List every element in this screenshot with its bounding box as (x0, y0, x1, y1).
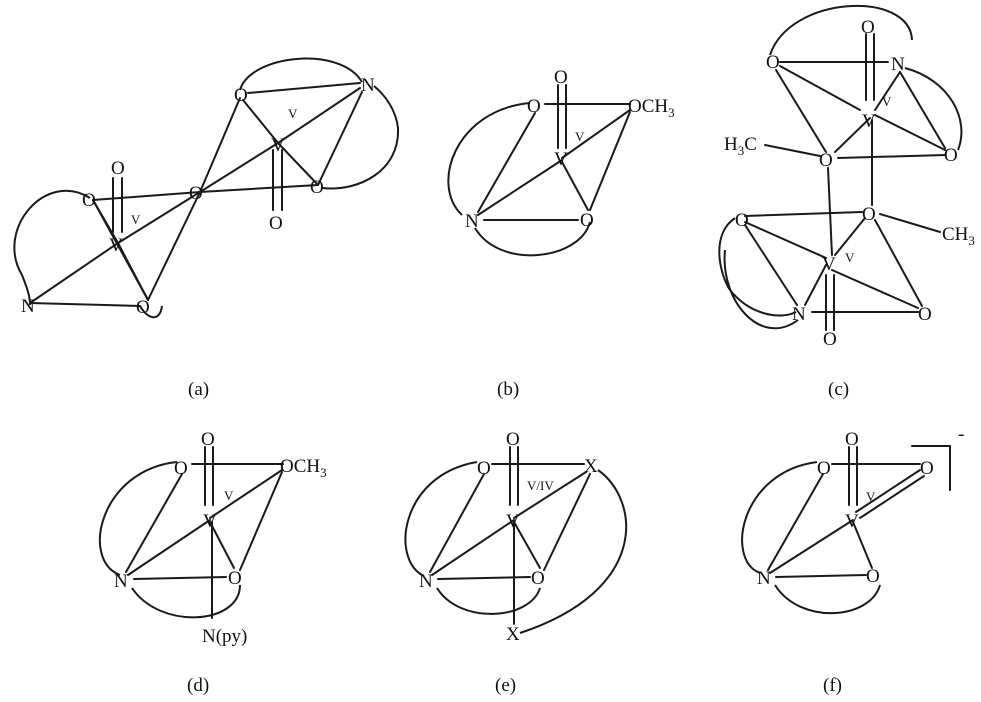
ox-state-b: V (575, 129, 585, 144)
n-atom-a1: N (21, 296, 35, 317)
och3-b: OCH3 (628, 96, 675, 120)
oxo-o-f2: O (920, 458, 934, 479)
ring-o-d1: O (174, 458, 188, 479)
v-atom-a1: V (109, 235, 123, 256)
ring-o-b1: O (527, 96, 541, 117)
ring-o-f2: O (866, 566, 880, 587)
panel-d: O O OCH3 V V N O N(py) (d) (98, 429, 327, 696)
ring-o-b2: O (580, 210, 594, 231)
ring-o-e1: O (477, 458, 491, 479)
v-atom-f: V (845, 511, 859, 532)
v-atom-a2: V (271, 135, 285, 156)
v-atom-c1: V (862, 111, 876, 132)
caption-f: (f) (823, 675, 842, 696)
ox-state-d: V (224, 488, 234, 503)
panel-e: O O X V V/IV N O X (e) (404, 429, 628, 696)
ring-o-c4: O (918, 304, 932, 325)
oxo-o-b: O (554, 67, 568, 88)
och3-d: OCH3 (280, 456, 327, 480)
ring-o-a3: O (234, 85, 248, 106)
ox-state-c1: V (882, 94, 892, 109)
v-atom-e: V (506, 511, 520, 532)
panel-f: O O O V V N O - (f) (741, 424, 964, 696)
bridge-o-c2: O (862, 204, 876, 225)
ring-o-a4: O (310, 177, 324, 198)
n-atom-b: N (465, 211, 479, 232)
oxo-o-c2: O (823, 329, 837, 350)
oxo-o-d: O (201, 429, 215, 450)
caption-a: (a) (188, 379, 209, 400)
x-atom-e1: X (584, 456, 598, 477)
oxo-o-f1: O (845, 429, 859, 450)
oxo-o-e: O (506, 429, 520, 450)
ox-state-c2: V (845, 250, 855, 265)
h3c-c: H3C (724, 134, 757, 158)
oxo-o-a2: O (269, 213, 283, 234)
ring-o-f1: O (817, 458, 831, 479)
ox-state-e: V/IV (527, 478, 554, 493)
v-atom-b: V (554, 149, 568, 170)
ring-o-c2: O (944, 145, 958, 166)
panel-b: O O OCH3 V V N O (b) (447, 67, 675, 400)
x-atom-e2: X (506, 624, 520, 645)
n-atom-c1: N (891, 54, 905, 75)
charge-f: - (958, 424, 964, 445)
pyridine-n-d: N(py) (202, 626, 247, 647)
panel-a: O O V V N O O O N V V O O (a) (13, 57, 400, 400)
n-atom-e: N (419, 571, 433, 592)
n-atom-c2: N (792, 304, 806, 325)
oxo-o-a1: O (111, 158, 125, 179)
ring-o-c1: O (766, 52, 780, 73)
ox-state-a2: V (288, 106, 298, 121)
bridge-o-a: O (189, 183, 203, 204)
ring-o-a1: O (82, 190, 96, 211)
caption-c: (c) (828, 379, 849, 400)
n-atom-a2: N (361, 75, 375, 96)
v-atom-c2: V (822, 254, 836, 275)
ring-o-a2: O (136, 297, 150, 318)
ring-o-c3: O (735, 210, 749, 231)
ring-o-e2: O (531, 568, 545, 589)
oxo-o-c1: O (861, 17, 875, 38)
caption-d: (d) (187, 675, 209, 696)
caption-b: (b) (497, 379, 519, 400)
ring-o-d2: O (228, 568, 242, 589)
ox-state-f: V (866, 489, 876, 504)
panel-c: O O N V V H3C O O O O CH3 V V N O O (c) (718, 4, 975, 400)
n-atom-d: N (114, 571, 128, 592)
v-atom-d: V (203, 511, 217, 532)
caption-e: (e) (495, 675, 516, 696)
ox-state-a1: V (131, 212, 141, 227)
bridge-o-c1: O (819, 150, 833, 171)
ch3-c: CH3 (942, 224, 975, 248)
n-atom-f: N (757, 568, 771, 589)
